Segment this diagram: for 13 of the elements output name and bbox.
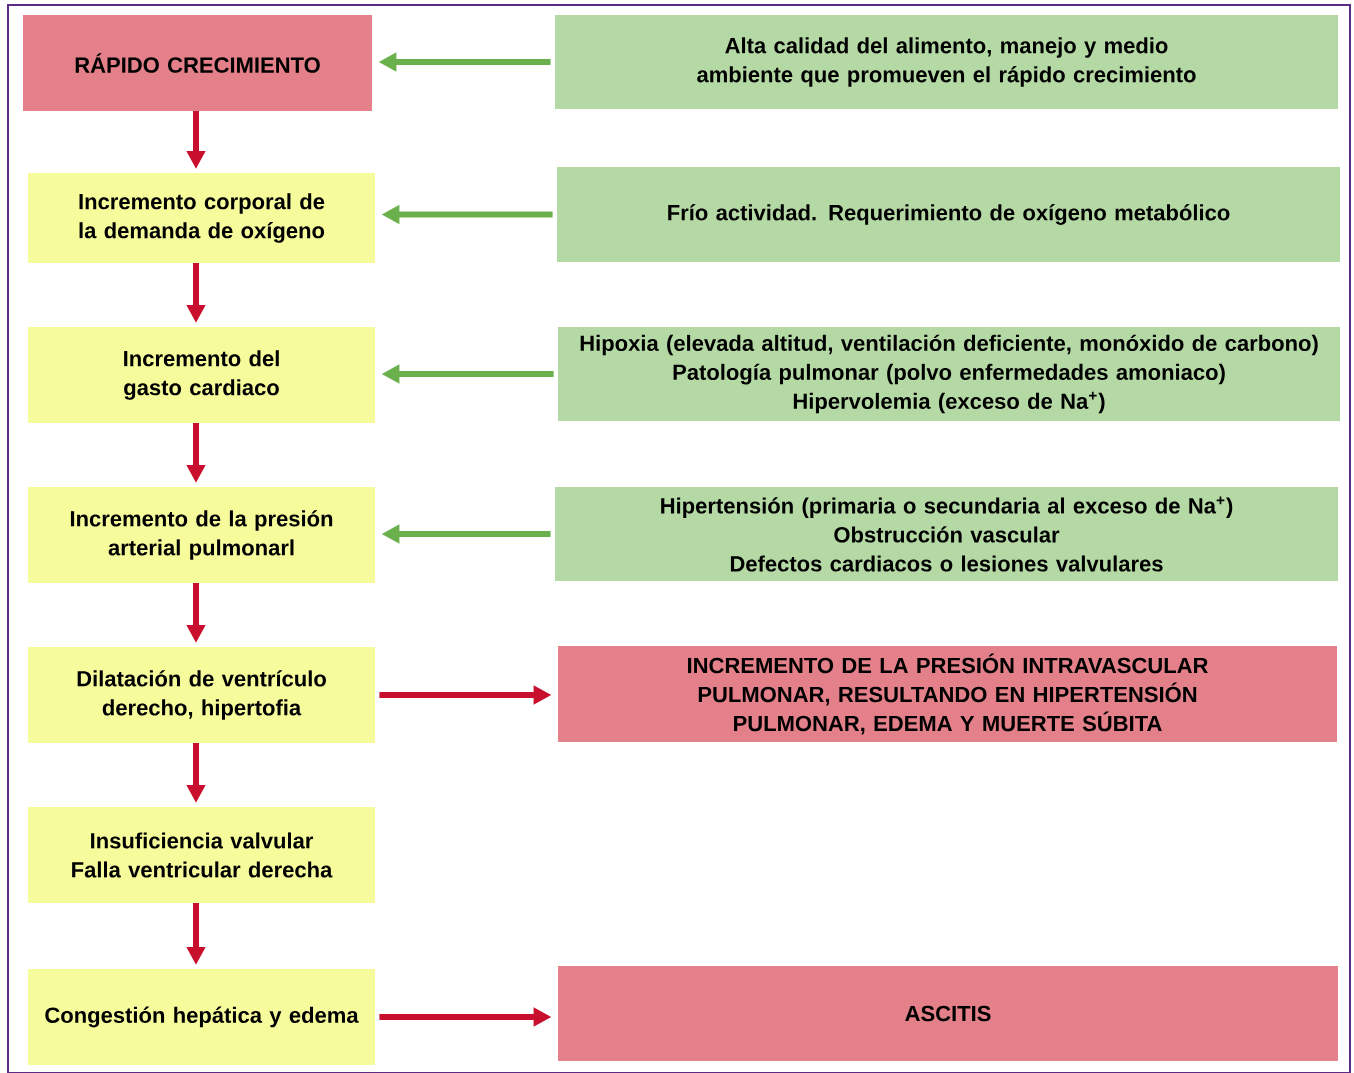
process-box: Incremento del gasto cardiaco <box>28 327 375 423</box>
outcome-box: ASCITIS <box>558 966 1338 1061</box>
factor-box: Hipertensión (primaria o secundaria al exceso de Na$^{+}$) Obstrucción vascular Defectos cardiacos o lesiones valvulares <box>555 487 1338 581</box>
process-box: Incremento corporal de la demanda de oxígeno <box>28 173 375 263</box>
outcome-box: INCREMENTO DE LA PRESIÓN INTRAVASCULAR PULMONAR, RESULTANDO EN HIPERTENSIÓN PULMONAR, EDEMA Y MUERTE SÚBITA <box>558 646 1337 742</box>
factor-box: Frío actividad. Requerimiento de oxígeno metabólico <box>557 167 1340 262</box>
process-box: Insuficiencia valvular Falla ventricular derecha <box>28 807 375 903</box>
outcome-box: RÁPIDO CRECIMIENTO <box>23 15 372 111</box>
factor-box: Alta calidad del alimento, manejo y medio ambiente que promueven el rápido crecimiento <box>555 15 1338 109</box>
process-box: Dilatación de ventrículo derecho, hipertofia <box>28 647 375 743</box>
process-box: Incremento de la presión arterial pulmonarl <box>28 487 375 583</box>
factor-box: Hipoxia (elevada altitud, ventilación deficiente, monóxido de carbono) Patología pulmonar (polvo enfermedades amoniaco) Hipervolemia (exceso de Na$^{+}$) <box>558 327 1340 421</box>
process-box: Congestión hepática y edema <box>28 969 375 1065</box>
